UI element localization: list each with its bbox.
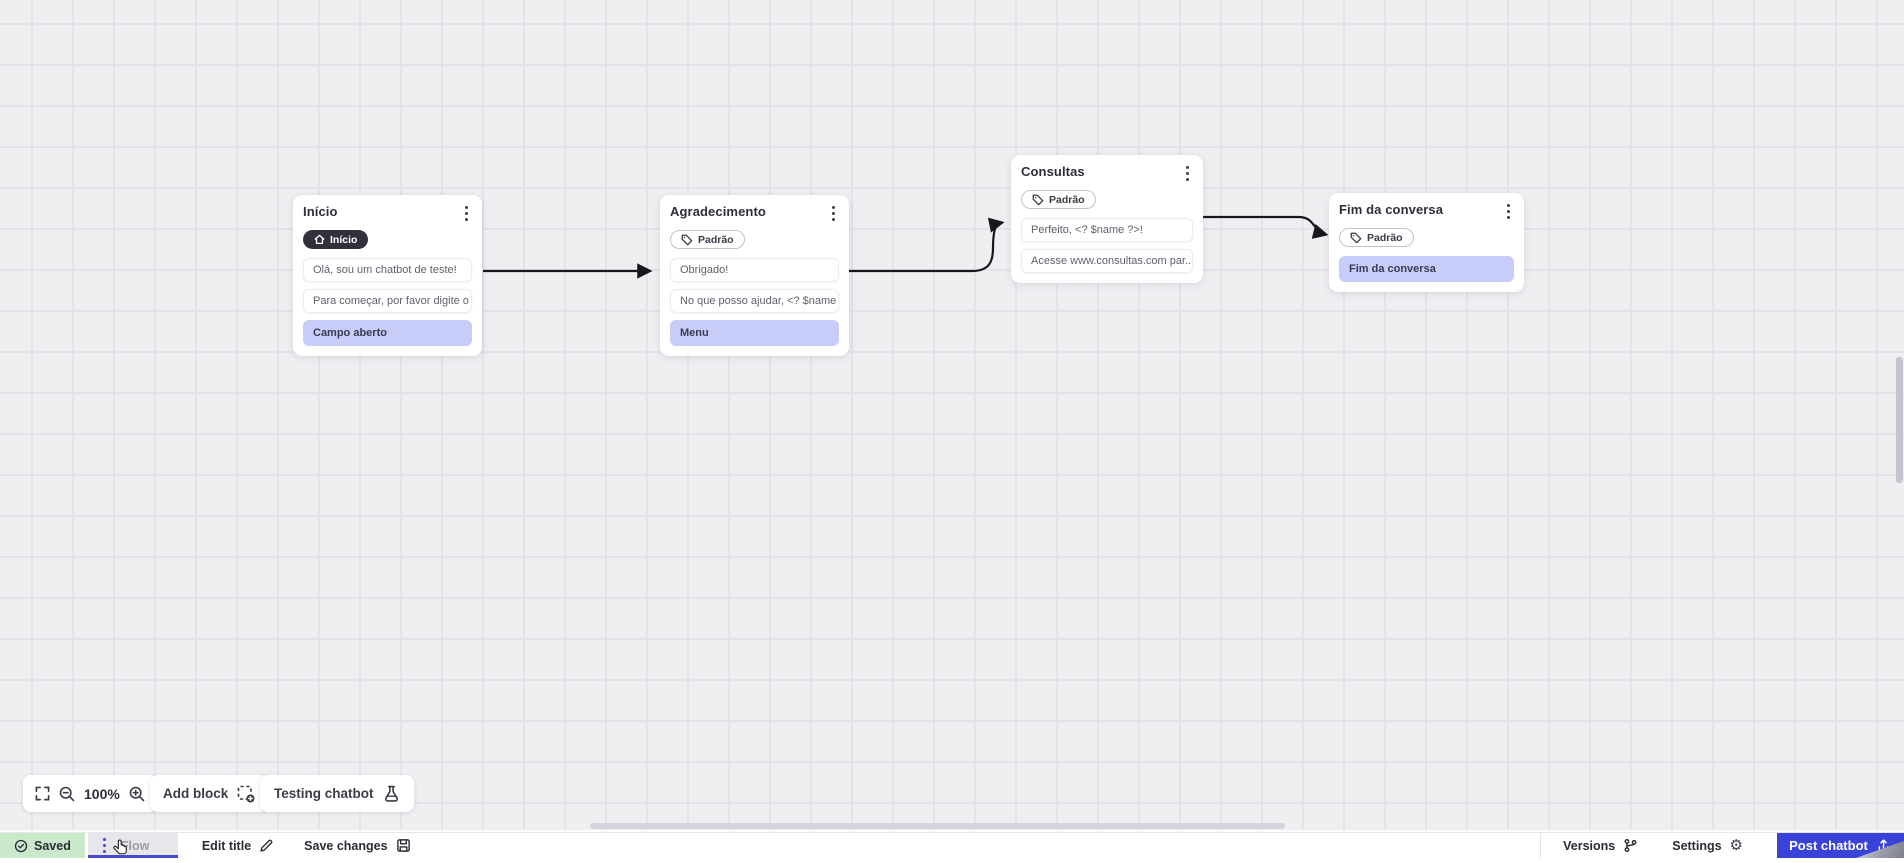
save-changes-button[interactable]: Save changes	[304, 833, 410, 858]
vertical-scrollbar-thumb[interactable]	[1896, 357, 1903, 483]
node-type-badge: Início	[303, 230, 368, 249]
tag-icon	[1350, 232, 1362, 244]
connector-consultas-fim	[1204, 217, 1324, 234]
flow-node-consultas[interactable]: Consultas Padrão Perfeito, <? $name ?>! …	[1011, 155, 1203, 283]
node-title: Agradecimento	[670, 204, 766, 219]
gear-icon: ⚙	[1730, 838, 1743, 853]
tab-flow[interactable]: Flow	[88, 833, 178, 858]
versions-button[interactable]: Versions	[1563, 833, 1638, 858]
node-title: Consultas	[1021, 164, 1085, 179]
post-chatbot-label: Post chatbot	[1789, 838, 1868, 853]
node-message[interactable]: Perfeito, <? $name ?>!	[1021, 218, 1193, 242]
node-action-block[interactable]: Fim da conversa	[1339, 256, 1514, 282]
connector-wires	[0, 0, 1904, 832]
versions-label: Versions	[1563, 839, 1615, 853]
badge-label: Padrão	[1049, 194, 1085, 206]
flow-canvas[interactable]: Início Início Olá, sou um chatbot de tes…	[0, 0, 1904, 832]
testing-chatbot-button[interactable]: Testing chatbot	[260, 775, 414, 812]
zoom-toolbar: 100%	[23, 775, 157, 812]
horizontal-scrollbar-thumb[interactable]	[590, 823, 1285, 829]
add-block-button[interactable]: Add block	[150, 775, 268, 812]
node-menu-icon[interactable]	[461, 204, 472, 223]
badge-label: Início	[330, 234, 357, 246]
node-type-badge: Padrão	[1021, 190, 1096, 209]
save-icon	[396, 838, 411, 853]
node-title: Início	[303, 204, 338, 219]
badge-label: Padrão	[1367, 232, 1403, 244]
node-title: Fim da conversa	[1339, 202, 1443, 217]
node-menu-icon[interactable]	[1182, 164, 1193, 183]
node-message[interactable]: Obrigado!	[670, 258, 839, 282]
flow-node-fim-da-conversa[interactable]: Fim da conversa Padrão Fim da conversa	[1329, 193, 1524, 292]
edit-title-button[interactable]: Edit title	[202, 833, 274, 858]
check-circle-icon	[14, 839, 28, 853]
add-block-icon	[237, 785, 255, 803]
add-block-label: Add block	[163, 786, 228, 801]
git-branch-icon	[1623, 838, 1638, 853]
zoom-out-icon[interactable]	[59, 786, 75, 802]
save-changes-label: Save changes	[304, 839, 387, 853]
tab-flow-label: Flow	[121, 839, 149, 853]
node-action-block[interactable]: Campo aberto	[303, 320, 472, 346]
flask-icon	[383, 785, 400, 802]
node-type-badge: Padrão	[670, 230, 745, 249]
testing-chatbot-label: Testing chatbot	[274, 786, 374, 801]
node-message[interactable]: Olá, sou um chatbot de teste!	[303, 258, 472, 282]
node-menu-icon[interactable]	[828, 204, 839, 223]
connector-agradecimento-consultas	[848, 223, 1000, 271]
settings-label: Settings	[1672, 839, 1721, 853]
zoom-level-readout: 100%	[84, 786, 120, 802]
tag-icon	[681, 234, 693, 246]
zoom-in-icon[interactable]	[129, 786, 145, 802]
flow-node-inicio[interactable]: Início Início Olá, sou um chatbot de tes…	[293, 195, 482, 356]
node-menu-icon[interactable]	[1503, 202, 1514, 221]
node-type-badge: Padrão	[1339, 228, 1414, 247]
node-message[interactable]: Acesse www.consultas.com par...	[1021, 249, 1193, 273]
badge-label: Padrão	[698, 234, 734, 246]
node-message[interactable]: No que posso ajudar, <? $name ...	[670, 289, 839, 313]
node-action-block[interactable]: Menu	[670, 320, 839, 346]
saved-status-badge: Saved	[0, 833, 85, 858]
settings-button[interactable]: Settings ⚙	[1672, 833, 1743, 858]
status-bar: Saved Flow Edit title Save changes Versi…	[0, 832, 1904, 858]
home-icon	[314, 234, 325, 245]
tag-icon	[1032, 194, 1044, 206]
tab-menu-icon[interactable]	[99, 836, 110, 855]
fullscreen-icon[interactable]	[35, 786, 50, 801]
node-message[interactable]: Para começar, por favor digite o ...	[303, 289, 472, 313]
saved-label: Saved	[34, 839, 71, 853]
edit-title-label: Edit title	[202, 839, 251, 853]
flow-node-agradecimento[interactable]: Agradecimento Padrão Obrigado! No que po…	[660, 195, 849, 356]
pencil-icon	[259, 838, 274, 853]
